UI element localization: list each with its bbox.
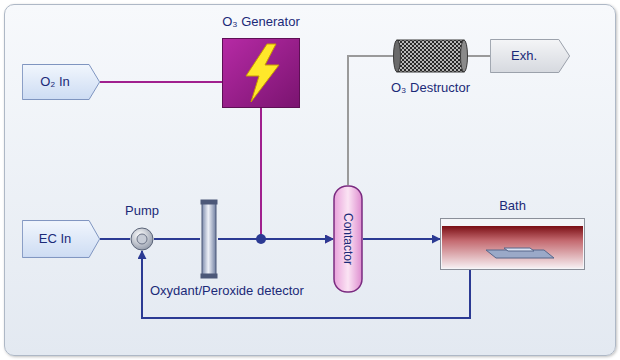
contactor: Contactor xyxy=(333,185,363,293)
ozone-destructor: O₃ Destructor xyxy=(383,38,478,100)
component-label: Pump xyxy=(125,203,159,218)
exhaust-label: Exh. xyxy=(511,39,549,73)
flow-line xyxy=(154,238,200,240)
inlet-label: O₂ In xyxy=(40,64,82,100)
inlet-label: EC In xyxy=(39,220,84,258)
inlet-arrow: EC In xyxy=(22,220,100,258)
pump: Pump xyxy=(119,201,165,253)
bath: Bath xyxy=(440,196,585,272)
ozone-generator: O₃ Generator xyxy=(205,12,317,110)
ozone-destructor-cartridge xyxy=(393,38,468,74)
component-label: O₃ Generator xyxy=(222,14,300,29)
wafer-pattern xyxy=(504,248,534,251)
component-label: Oxydant/Peroxide detector xyxy=(150,283,304,298)
flow-line xyxy=(100,81,222,83)
ozone-generator-box xyxy=(222,38,300,108)
flow-line xyxy=(142,251,470,318)
exhaust-arrow: Exh. xyxy=(490,39,570,73)
inlet-arrow: O₂ In xyxy=(22,64,100,100)
component-label: Contactor xyxy=(341,213,355,265)
junction-dot xyxy=(256,234,266,244)
lightning-symbol xyxy=(246,44,279,102)
detector-column xyxy=(200,199,218,279)
bath-tank xyxy=(440,218,585,270)
detector: Oxydant/Peroxide detector xyxy=(150,199,332,301)
component-label: O₃ Destructor xyxy=(391,80,470,95)
component-label: Bath xyxy=(499,198,526,213)
flow-line xyxy=(218,238,333,240)
flow-line xyxy=(363,238,440,240)
pump-symbol xyxy=(130,227,154,251)
flow-line xyxy=(261,108,333,239)
flow-line xyxy=(468,55,490,57)
flow-line xyxy=(100,238,130,240)
flow-line xyxy=(348,56,393,185)
